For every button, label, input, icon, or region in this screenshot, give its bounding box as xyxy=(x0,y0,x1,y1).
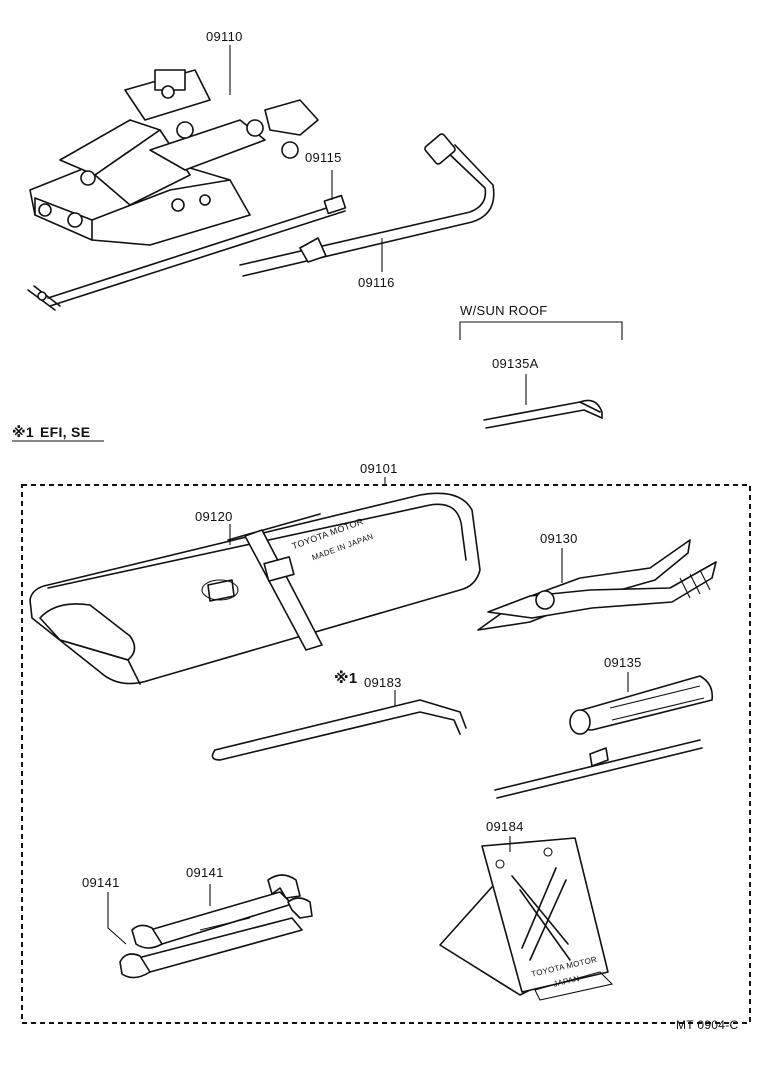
label-jack-handle: 09115 xyxy=(305,150,342,165)
label-lug-wrench: 09116 xyxy=(358,275,395,290)
figure-code: MT 0904-C xyxy=(676,1018,739,1032)
label-bar: 09183 xyxy=(364,675,402,690)
label-wrench-left: 09141 xyxy=(82,875,120,890)
label-pliers: 09130 xyxy=(540,531,578,546)
label-bar-mark: ※1 xyxy=(334,670,358,687)
open-end-wrenches xyxy=(119,874,313,979)
label-jack: 09110 xyxy=(206,29,243,44)
note-mark: ※1 xyxy=(12,424,34,440)
label-screwdriver: 09135 xyxy=(604,655,642,670)
label-sunroof-wrench: 09135A xyxy=(492,356,539,371)
label-sunroof-group: W/SUN ROOF xyxy=(460,303,548,318)
label-wrench-right: 09141 xyxy=(186,865,224,880)
pry-bar xyxy=(211,699,467,761)
lug-wrench xyxy=(239,133,495,277)
sunroof-wrench xyxy=(483,399,603,429)
label-tool-bag: 09120 xyxy=(195,509,233,524)
tool-kit-outline xyxy=(21,484,751,1024)
label-tool-kit: 09101 xyxy=(360,461,398,476)
leader-line xyxy=(107,892,127,945)
scissor-jack xyxy=(29,69,319,246)
jack-handle xyxy=(27,194,347,311)
tool-bag xyxy=(29,492,481,685)
pliers xyxy=(477,539,717,631)
note-text: EFI, SE xyxy=(40,424,91,440)
label-wheel-chock: 09184 xyxy=(486,819,524,834)
wheel-chock xyxy=(439,837,614,1001)
screwdriver xyxy=(494,675,714,799)
sunroof-bracket xyxy=(459,321,623,340)
